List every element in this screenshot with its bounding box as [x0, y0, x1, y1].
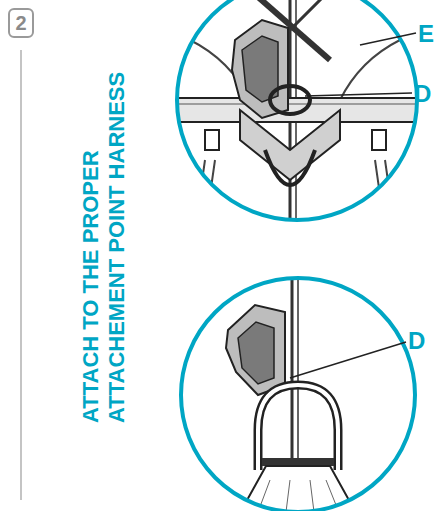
step-number-box: 2: [8, 8, 34, 38]
callout-letter: D: [414, 82, 431, 106]
callout-letter: D: [408, 329, 425, 353]
leader-line: [290, 342, 406, 378]
divider-line: [20, 50, 22, 500]
bottom-detail: [180, 270, 420, 511]
step-number: 2: [15, 13, 26, 33]
callout-letter: E: [418, 22, 434, 46]
leader-line: [305, 93, 412, 96]
top-detail: [170, 0, 430, 230]
step-title: ATTACH TO THE PROPER ATTACHEMENT POINT H…: [78, 53, 130, 423]
leader-line: [360, 33, 416, 45]
